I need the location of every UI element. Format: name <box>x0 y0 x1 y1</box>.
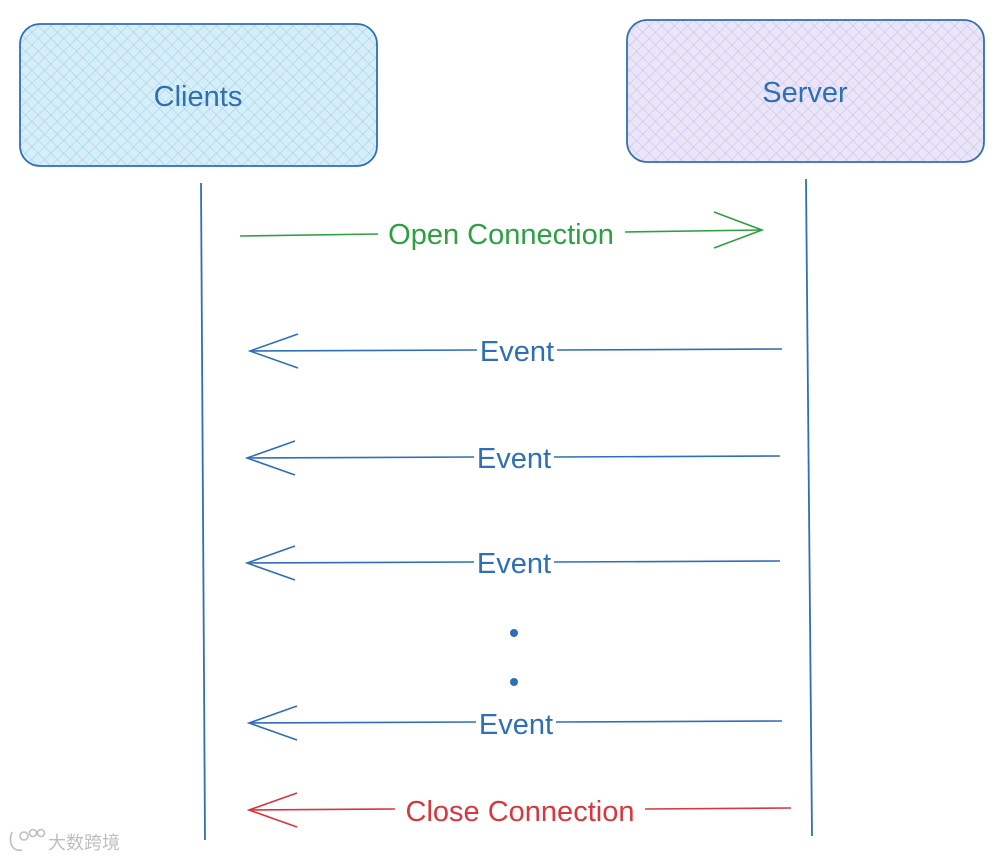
participant-server: Server <box>626 19 985 163</box>
participant-clients: Clients <box>19 23 378 167</box>
arrow-head-left-icon <box>244 545 296 581</box>
message-label: Event <box>479 709 553 741</box>
message-close-connection: Close Connection <box>246 792 792 828</box>
message-event-3: Event <box>244 545 781 581</box>
message-event-4: Event <box>246 705 783 741</box>
participant-server-label: Server <box>762 77 848 109</box>
message-label: Event <box>477 443 551 475</box>
watermark-text: 大数跨境 <box>48 833 120 853</box>
arrow-head-right-icon <box>713 211 765 249</box>
ellipsis-dot <box>510 678 518 686</box>
message-event-1: Event <box>247 333 783 369</box>
message-label: Event <box>480 336 554 368</box>
lifeline-server <box>805 178 813 837</box>
message-label: Open Connection <box>388 219 614 251</box>
arrow-head-left-icon <box>246 705 298 741</box>
arrow-head-left-icon <box>244 440 296 476</box>
participant-clients-label: Clients <box>154 81 243 113</box>
participant-server-hatch <box>626 19 985 163</box>
logo-icon <box>9 828 46 852</box>
arrow-head-left-icon <box>247 333 299 369</box>
message-open-connection: Open Connection <box>239 211 765 251</box>
ellipsis <box>510 629 518 686</box>
message-event-2: Event <box>244 440 781 476</box>
arrow-head-left-icon <box>246 792 298 828</box>
lifeline-clients <box>200 182 206 841</box>
message-label: Event <box>477 548 551 580</box>
message-label: Close Connection <box>406 796 635 828</box>
ellipsis-dot <box>510 629 518 637</box>
watermark: 大数跨境 <box>9 828 120 853</box>
participant-clients-hatch <box>19 23 378 167</box>
